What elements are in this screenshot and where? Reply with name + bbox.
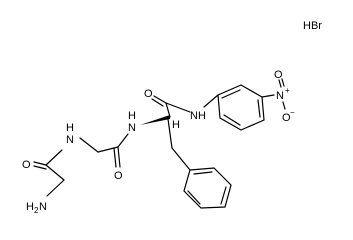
- bond-c3-o3-a: [153, 95, 167, 104]
- label-salt: HBr: [303, 20, 322, 32]
- label-nh2-h: H: [128, 110, 136, 122]
- nitrophenyl-double-2: [257, 99, 261, 118]
- bond-calpha-c3: [165, 102, 171, 118]
- bond-nitro-o-bottom: [282, 101, 286, 110]
- label-nitro-o-top: O: [274, 69, 283, 81]
- label-o2: O: [114, 170, 123, 182]
- bond-calpha-ch2: [167, 118, 173, 149]
- stereo-wedge: [140, 115, 170, 125]
- nitrophenyl-double-1: [221, 89, 241, 99]
- bond-c2-o2-b: [113, 147, 117, 168]
- bond-ch2-phenyl: [171, 147, 191, 171]
- label-nitro-minus: −: [290, 108, 295, 117]
- label-nitro-n: N: [276, 90, 284, 102]
- nitrophenyl-ring: [217, 84, 265, 131]
- bond-nitro-o-top-b: [281, 78, 285, 87]
- label-nitro-plus: +: [285, 86, 290, 95]
- bond-aryl-nitro: [261, 94, 275, 98]
- label-amine-n: N: [39, 201, 47, 213]
- label-nh1-n: N: [66, 134, 74, 146]
- bond-ch2-c2: [97, 146, 119, 153]
- label-nitro-o-bottom: O: [282, 112, 291, 124]
- label-nh2-n: N: [128, 122, 136, 134]
- bond-nitro-o-top-a: [278, 79, 282, 88]
- bond-ch2-c1: [45, 164, 65, 181]
- label-amine-h: H: [26, 201, 34, 213]
- phenyl-double-2: [220, 186, 227, 205]
- bond-nh1-ch2-b: [79, 137, 99, 153]
- bond-c1-nh1: [45, 149, 63, 166]
- label-o3: O: [144, 88, 153, 100]
- label-nh3-h: H: [198, 110, 206, 122]
- bond-c2-o2-a: [117, 146, 121, 168]
- chemical-structure: HBr H 2 N O N H O N H H O N H N + O O −: [22, 20, 322, 215]
- bond-c1-o1-b: [33, 165, 47, 170]
- label-o1: O: [22, 159, 31, 171]
- nitrophenyl-double-3: [223, 114, 241, 126]
- bond-nh3-aryl: [203, 94, 219, 108]
- bond-n-ch2-a: [46, 179, 65, 197]
- phenyl-double-3: [187, 190, 201, 205]
- bond-c2-nh2: [117, 133, 129, 148]
- bond-c3-o3-b: [151, 98, 164, 107]
- bond-c3-nh3: [165, 102, 191, 113]
- phenyl-double-1: [193, 171, 213, 175]
- label-stereo-h: H: [172, 119, 180, 131]
- label-nh3-n: N: [190, 110, 198, 122]
- bond-c1-o1-a: [33, 161, 47, 166]
- phenyl-ring: [183, 167, 232, 209]
- label-nh1-h: H: [66, 122, 74, 134]
- label-amine-sub: 2: [34, 206, 39, 215]
